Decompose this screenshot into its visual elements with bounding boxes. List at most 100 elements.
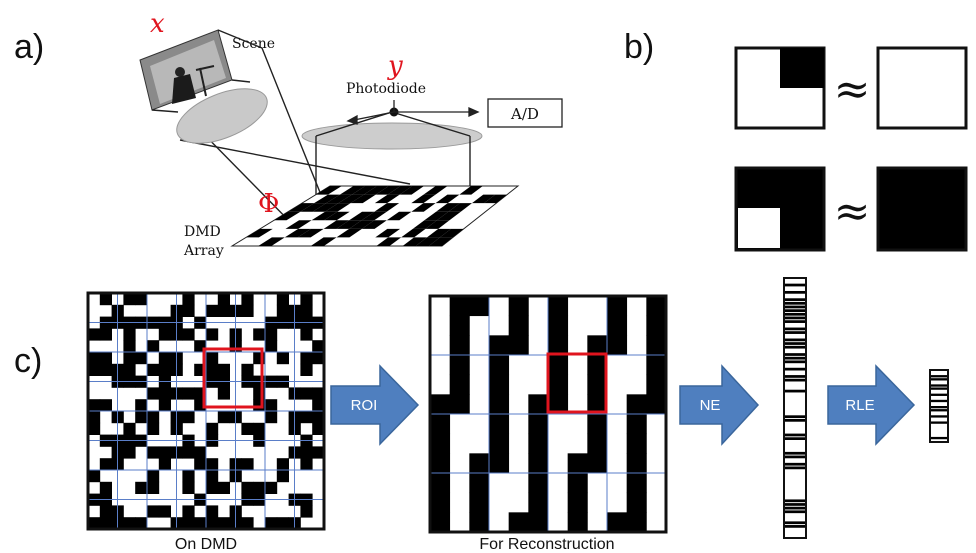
- collecting-lens: [301, 122, 483, 150]
- grid-cell: [217, 387, 230, 400]
- grid-cell: [147, 422, 160, 435]
- dmd-cell: [363, 186, 389, 195]
- approx-row-2: ≈: [734, 166, 968, 252]
- grid-cell: [489, 433, 510, 454]
- grid-cell: [147, 470, 160, 483]
- barcode-bar: [785, 305, 805, 309]
- barcode-bar: [785, 389, 805, 393]
- barcode-bar: [785, 510, 805, 514]
- grid-cell: [265, 481, 278, 494]
- grid-cell: [528, 512, 549, 533]
- grid-cell: [449, 394, 470, 415]
- dmd-cell: [338, 194, 364, 204]
- on-dmd-caption: On DMD: [175, 536, 237, 553]
- grid-cell: [626, 414, 647, 435]
- barcode-bar: [785, 466, 805, 470]
- barcode-bar: [785, 455, 805, 459]
- grid-cell: [99, 293, 112, 306]
- grid-cell: [158, 352, 171, 365]
- barcode-bar: [785, 301, 805, 305]
- barcode-bar: [931, 409, 947, 412]
- barcode-bar: [785, 506, 805, 510]
- barcode-bar: [785, 462, 805, 466]
- rle-arrow-label: RLE: [845, 397, 874, 414]
- grid-cell: [206, 458, 219, 471]
- grid-cell: [312, 387, 325, 400]
- grid-cell: [182, 517, 195, 530]
- grid-cell: [626, 512, 647, 533]
- dmd-cell: [336, 228, 362, 238]
- photodiode-label: Photodiode: [346, 81, 426, 97]
- grid-cell: [99, 352, 112, 365]
- dmd-cell: [324, 211, 350, 221]
- dmd-cell: [246, 228, 273, 238]
- barcode-bar: [785, 320, 805, 323]
- dmd-cell: [424, 211, 449, 221]
- grid-cell: [587, 414, 608, 435]
- barcode-bar: [931, 375, 947, 378]
- barcode-bar: [931, 415, 947, 418]
- barcode-bar: [931, 406, 947, 409]
- grid-cell: [206, 517, 219, 530]
- grid-cell: [587, 374, 608, 395]
- grid-cell: [469, 453, 490, 474]
- grid-cell: [253, 352, 266, 365]
- grid-cell: [528, 433, 549, 454]
- grid-cell: [194, 517, 207, 530]
- grid-cell: [265, 328, 278, 341]
- grid-cell: [587, 355, 608, 376]
- grid-cell: [430, 414, 451, 435]
- grid-cell: [300, 505, 313, 518]
- grid-cell: [88, 399, 101, 412]
- symbol-x: x: [150, 9, 165, 39]
- roi-arrow: ROI: [330, 364, 420, 446]
- dmd-cell: [402, 237, 427, 246]
- grid-cell: [253, 399, 266, 412]
- approx-row-1: ≈: [734, 46, 968, 130]
- grid-cell: [607, 512, 628, 533]
- grid-cell: [646, 296, 667, 317]
- grid-cell: [626, 492, 647, 513]
- dmd-cell: [310, 237, 337, 246]
- grid-cell: [646, 315, 667, 336]
- grid-cell: [158, 458, 171, 471]
- barcode-bar: [785, 437, 805, 440]
- grid-cell: [587, 433, 608, 454]
- barcode-bar: [785, 521, 805, 525]
- barcode-bar: [785, 331, 805, 334]
- grid-cell: [449, 296, 470, 317]
- grid-cell: [489, 453, 510, 474]
- dmd-cell: [412, 220, 437, 229]
- grid-cell: [182, 470, 195, 483]
- grid-cell: [300, 411, 313, 424]
- barcode-bar: [931, 384, 947, 387]
- barcode-bar: [785, 451, 805, 455]
- grid-cell: [158, 363, 171, 376]
- dmd-cell: [288, 203, 315, 212]
- dmd-cell: [361, 211, 387, 221]
- grid-cell: [276, 352, 289, 365]
- dmd-cell: [386, 211, 412, 221]
- grid-cell: [217, 304, 230, 317]
- dmd-cell: [459, 186, 483, 195]
- grid-cell: [276, 304, 289, 317]
- dmd-cell: [349, 211, 375, 221]
- grid-cell: [88, 328, 101, 341]
- barcode-bar: [931, 399, 947, 403]
- grid-cell: [182, 304, 195, 317]
- dmd-cell: [411, 194, 436, 204]
- grid-cell: [276, 458, 289, 471]
- barcode-bar: [785, 375, 805, 378]
- dmd-roi-highlight: [202, 347, 264, 409]
- grid-cell: [607, 296, 628, 317]
- grid-cell: [430, 394, 451, 415]
- grid-cell: [217, 411, 230, 424]
- roi-arrow-label: ROI: [351, 397, 378, 414]
- barcode-bar: [785, 345, 805, 349]
- grid-cell: [626, 473, 647, 494]
- grid-cell: [587, 335, 608, 356]
- grid-cell: [99, 328, 112, 341]
- black-quadrant: [780, 48, 824, 88]
- grid-cell: [88, 517, 101, 530]
